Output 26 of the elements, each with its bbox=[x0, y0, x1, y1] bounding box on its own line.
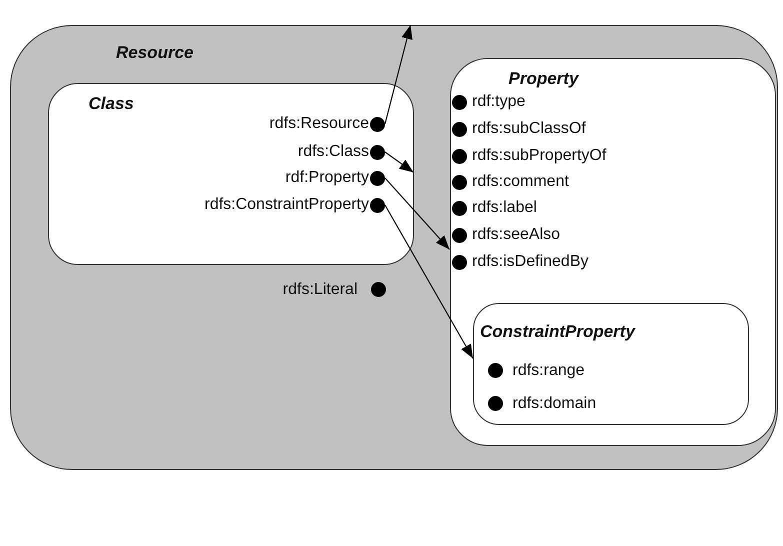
panel-title: Resource bbox=[116, 43, 194, 63]
panel-title: ConstraintProperty bbox=[480, 322, 635, 342]
term-label: rdfs:seeAlso bbox=[472, 226, 560, 244]
term-label: rdfs:label bbox=[472, 199, 537, 217]
term-label: rdf:Property bbox=[285, 169, 369, 187]
term-label: rdfs:Resource bbox=[269, 115, 369, 133]
term-label: rdfs:isDefinedBy bbox=[472, 253, 588, 271]
term-label: rdfs:subClassOf bbox=[472, 120, 586, 138]
term-label: rdfs:domain bbox=[512, 394, 596, 412]
arrow bbox=[384, 178, 450, 250]
rounded-panel bbox=[10, 25, 778, 470]
term-label: rdfs:range bbox=[512, 362, 585, 380]
term-label: rdfs:Class bbox=[298, 143, 369, 161]
term-label: rdf:type bbox=[472, 93, 526, 111]
rounded-panel bbox=[48, 82, 414, 264]
rounded-panel bbox=[473, 303, 749, 425]
arrow bbox=[384, 152, 414, 173]
panel-title: Class bbox=[88, 94, 134, 114]
term-label: rdfs:Literal bbox=[282, 280, 358, 298]
arrow bbox=[384, 204, 474, 359]
term-label: rdfs:subPropertyOf bbox=[472, 147, 606, 165]
term-label: rdfs:ConstraintProperty bbox=[204, 196, 369, 214]
term-label: rdfs:comment bbox=[472, 173, 569, 191]
arrow bbox=[384, 24, 412, 124]
rounded-panel bbox=[450, 58, 776, 446]
panel-title: Property bbox=[508, 68, 578, 88]
